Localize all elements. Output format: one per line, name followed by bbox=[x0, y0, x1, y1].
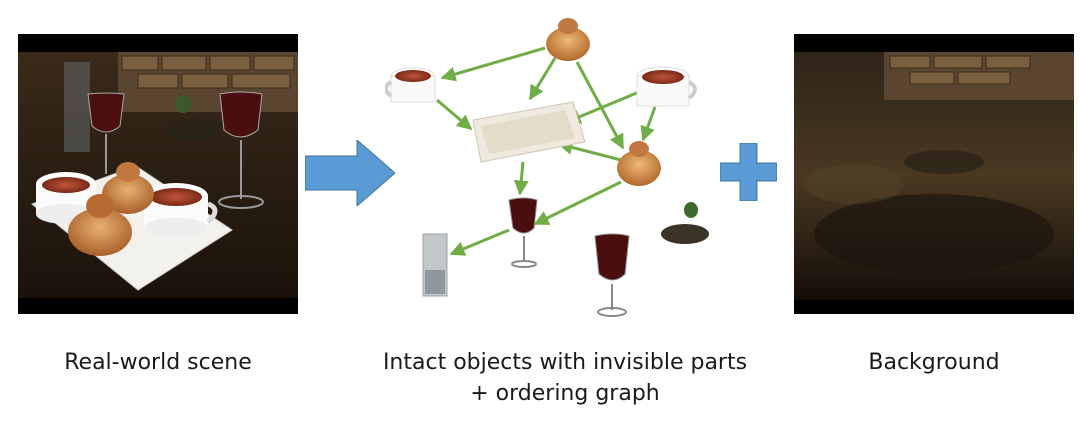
cup-left-object bbox=[386, 68, 435, 102]
real-world-scene-image bbox=[18, 34, 298, 314]
caption-intact-objects: Intact objects with invisible parts + or… bbox=[355, 347, 775, 409]
plus-icon bbox=[720, 143, 777, 201]
caption-background: Background bbox=[794, 347, 1074, 378]
graph-edge bbox=[559, 144, 621, 160]
caption-intact-objects-line1: Intact objects with invisible parts bbox=[355, 347, 775, 378]
graph-edge bbox=[520, 162, 523, 194]
graph-edge bbox=[530, 58, 555, 99]
caption-intact-objects-line2: + ordering graph bbox=[355, 378, 775, 409]
plate-object bbox=[473, 102, 585, 162]
donut-right-object bbox=[617, 141, 661, 186]
graph-edge bbox=[535, 182, 621, 224]
graph-edge bbox=[442, 48, 545, 78]
caption-real-world-scene: Real-world scene bbox=[18, 347, 298, 378]
graph-edge bbox=[451, 230, 509, 254]
snail-figurine-object bbox=[661, 202, 709, 244]
graph-edge bbox=[643, 107, 655, 140]
water-glass-object bbox=[423, 234, 447, 296]
wine-glass-center-object bbox=[509, 198, 537, 267]
graph-edge bbox=[437, 100, 471, 129]
cup-right-object bbox=[637, 67, 695, 106]
background-image bbox=[794, 34, 1074, 314]
right-arrow-icon bbox=[305, 140, 395, 206]
ordering-graph-diagram bbox=[385, 12, 715, 327]
graph-edge bbox=[577, 62, 623, 148]
donut-top-object bbox=[546, 18, 590, 61]
wine-glass-bottom-object bbox=[595, 234, 629, 316]
